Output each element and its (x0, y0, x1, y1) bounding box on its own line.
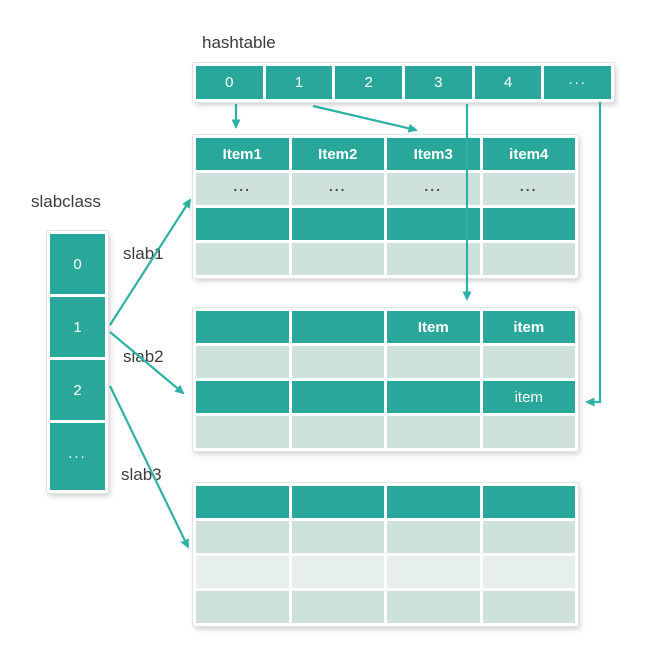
slab2-cell (482, 416, 575, 448)
slab2-cell (291, 416, 384, 448)
slab1-grid: Item1 Item2 Item3 item4 ... ... ... ... (196, 138, 575, 275)
slab3-cell (196, 591, 289, 623)
slab1-cell (291, 243, 384, 275)
slab1-label: slab1 (123, 244, 164, 263)
slabclass-column: 0 1 2 ... (50, 234, 105, 490)
slab3-table (193, 483, 578, 626)
slab2-header-cell: Item (387, 311, 480, 343)
arrow-bucketmore-to-slab2-item (585, 102, 602, 407)
slab2-header-cell (291, 311, 384, 343)
slab3-cell (387, 556, 480, 588)
hashtable-bucket-0: 0 (196, 66, 263, 99)
slab1-cell (291, 208, 384, 240)
slab1-table: Item1 Item2 Item3 item4 ... ... ... ... (193, 135, 578, 278)
slab3-cell (387, 521, 480, 553)
hashtable-bucket-1: 1 (265, 66, 333, 99)
slab3-cell (482, 521, 575, 553)
slab2-header-cell (196, 311, 289, 343)
slab3-header-cell (387, 486, 480, 518)
slabclass-label: slabclass (31, 192, 101, 211)
slab3-cell (387, 591, 480, 623)
arrow-bucket1-to-item3 (312, 104, 418, 133)
slab1-header-cell: item4 (482, 138, 575, 170)
slab1-header-cell: Item3 (387, 138, 480, 170)
slab2-cell (387, 346, 480, 378)
slab2-cell (196, 416, 289, 448)
hashtable-bucket-2: 2 (335, 66, 403, 99)
slab3-label: slab3 (121, 465, 162, 484)
slab3-header-cell (482, 486, 575, 518)
slab1-cell (387, 208, 480, 240)
slab3-header-cell (291, 486, 384, 518)
hashtable-bucket-3: 3 (405, 66, 472, 99)
slabclass-cell-more: ... (50, 423, 105, 490)
slab2-cell (291, 346, 384, 378)
slab3-cell (291, 591, 384, 623)
slab2-cell (482, 346, 575, 378)
slab1-cell (482, 208, 575, 240)
slab1-cell (196, 208, 289, 240)
hashtable-label: hashtable (202, 33, 276, 52)
slab3-cell (291, 521, 384, 553)
slab2-table: Item item item (193, 308, 578, 451)
slab1-cell: ... (387, 173, 480, 205)
slab3-cell (196, 556, 289, 588)
hashtable-row: 0 1 2 3 4 ... (196, 66, 612, 99)
slab2-label: slab2 (123, 347, 164, 366)
hashtable: 0 1 2 3 4 ... (193, 63, 614, 102)
slab3-cell (482, 556, 575, 588)
slab2-cell (387, 381, 480, 413)
slab1-cell: ... (482, 173, 575, 205)
slab2-grid: Item item item (196, 311, 575, 448)
hashtable-bucket-more: ... (544, 66, 612, 99)
slab1-header-cell: Item2 (291, 138, 384, 170)
hashtable-bucket-4: 4 (474, 66, 542, 99)
slab3-cell (291, 556, 384, 588)
slabclass-cell-2: 2 (50, 360, 105, 420)
slabclass-cell-0: 0 (50, 234, 105, 294)
slab3-cell (196, 521, 289, 553)
slab1-cell (482, 243, 575, 275)
slab1-cell: ... (291, 173, 384, 205)
slab1-cell (196, 243, 289, 275)
slab1-cell: ... (196, 173, 289, 205)
slab1-cell (387, 243, 480, 275)
slabclass-cell-1: 1 (50, 297, 105, 357)
slab3-cell (482, 591, 575, 623)
slab2-cell (387, 416, 480, 448)
slab3-header-cell (196, 486, 289, 518)
slab1-header-cell: Item1 (196, 138, 289, 170)
slab2-cell (291, 381, 384, 413)
slab3-grid (196, 486, 575, 623)
slabclass: 0 1 2 ... (47, 231, 108, 493)
slab2-cell (196, 381, 289, 413)
slab2-cell (196, 346, 289, 378)
slab2-cell-item: item (482, 381, 575, 413)
slab2-header-cell: item (482, 311, 575, 343)
